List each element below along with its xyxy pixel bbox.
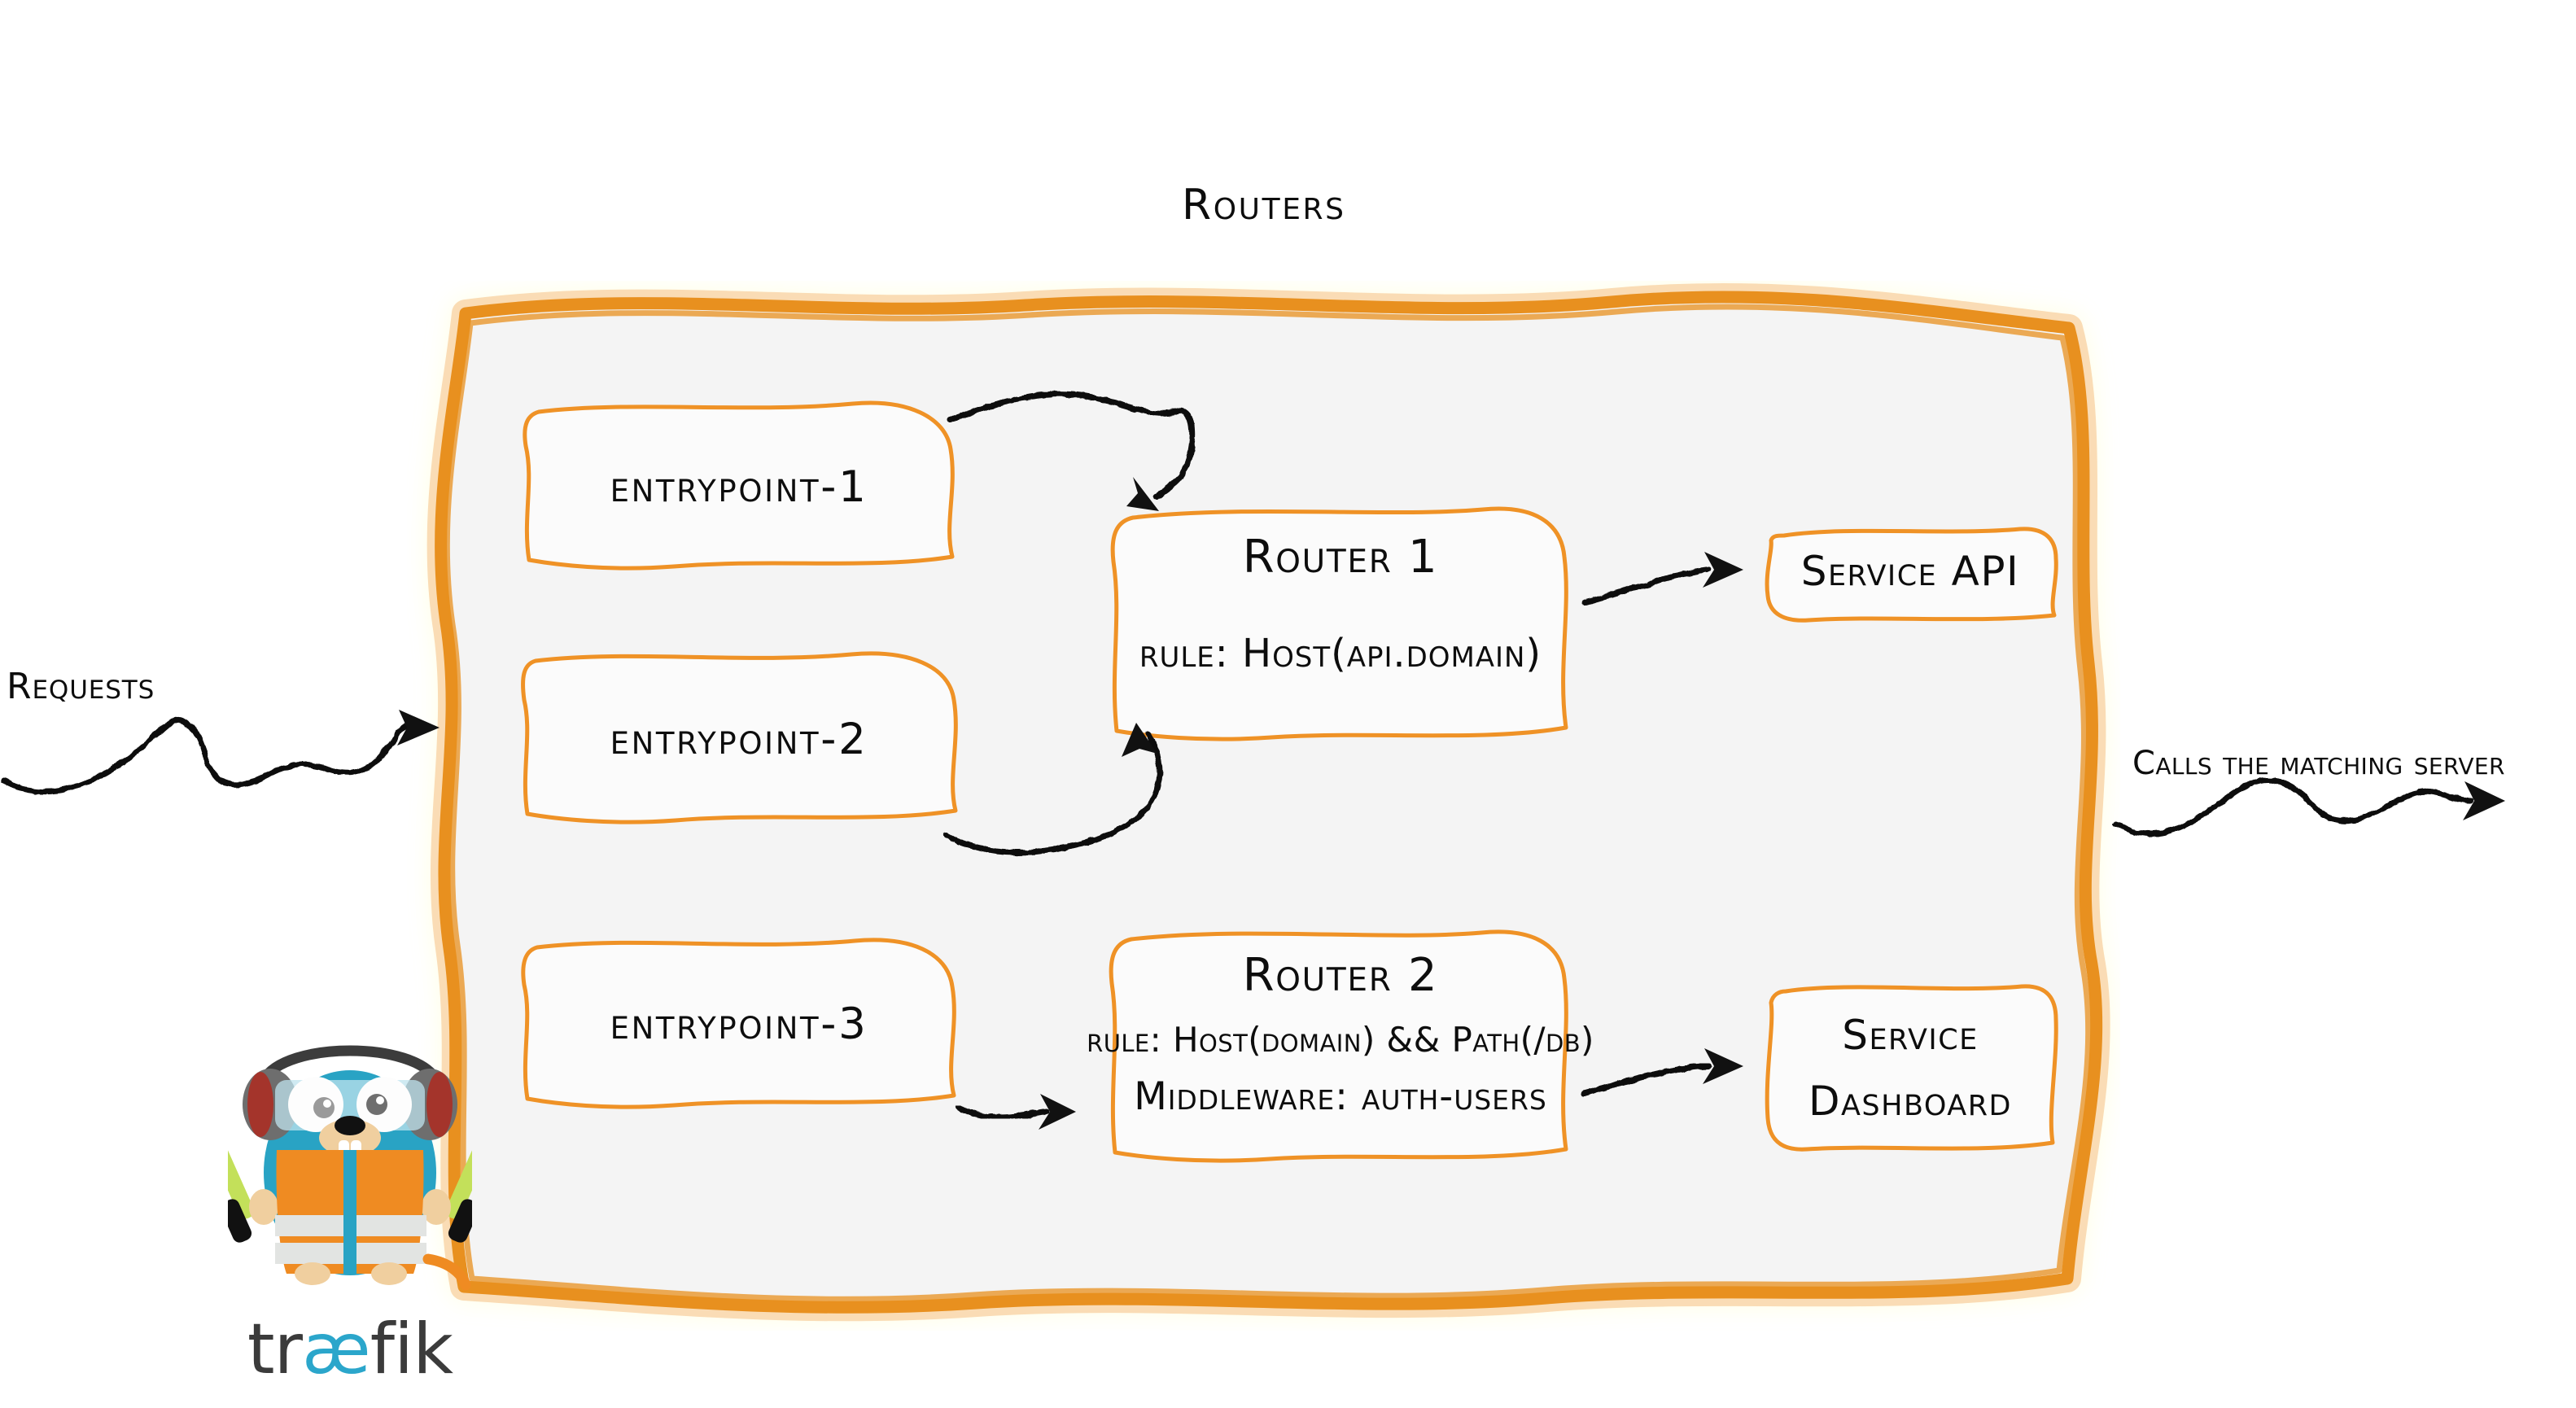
entrypoint-box-3[interactable]: entrypoint-3 — [511, 926, 967, 1122]
foot-right — [371, 1262, 407, 1285]
hand-right — [422, 1189, 451, 1225]
traefik-wordmark: træfik — [228, 1314, 472, 1384]
router-box-1[interactable]: Router 1 rule: Host(api.domain) — [1100, 495, 1581, 755]
wand-left-icon — [208, 1136, 255, 1243]
entrypoint-1-outline — [523, 400, 955, 571]
entrypoint-2-outline — [521, 651, 958, 824]
headphone-band-icon — [258, 1045, 442, 1086]
router-box-2[interactable]: Router 2 rule: Host(domain) && Path(/db)… — [1087, 918, 1594, 1178]
arrow-container-to-matching-server — [2113, 776, 2505, 837]
wordmark-post: fik — [370, 1309, 453, 1390]
router-1-outline — [1110, 506, 1568, 741]
page-title: Routers — [1182, 181, 1346, 230]
snout — [319, 1119, 381, 1157]
safety-vest — [275, 1150, 426, 1274]
wordmark-ae-ligature: æ — [302, 1309, 370, 1390]
router-2-outline — [1109, 929, 1568, 1163]
label-requests: Requests — [7, 666, 155, 707]
wordmark-pre: tr — [247, 1309, 303, 1390]
service-dashboard-outline — [1765, 984, 2058, 1152]
foot-left — [295, 1262, 330, 1285]
hand-left — [249, 1189, 278, 1225]
wand-right-icon — [445, 1136, 492, 1243]
entrypoint-box-2[interactable]: entrypoint-2 — [511, 641, 967, 837]
traefik-gopher-mascot-icon — [208, 1045, 492, 1291]
entrypoint-box-1[interactable]: entrypoint-1 — [511, 389, 967, 584]
tail — [422, 1253, 471, 1291]
arrow-requests-to-container — [0, 710, 440, 795]
entrypoint-3-outline — [521, 938, 956, 1109]
service-api-outline — [1765, 527, 2058, 623]
service-box-api[interactable]: Service API — [1760, 519, 2061, 625]
service-box-dashboard[interactable]: Service Dashboard — [1760, 975, 2061, 1162]
traefik-logo: træfik — [208, 1030, 492, 1404]
nose — [335, 1116, 365, 1135]
label-calls-matching-server: Calls the matching server — [2132, 745, 2505, 782]
